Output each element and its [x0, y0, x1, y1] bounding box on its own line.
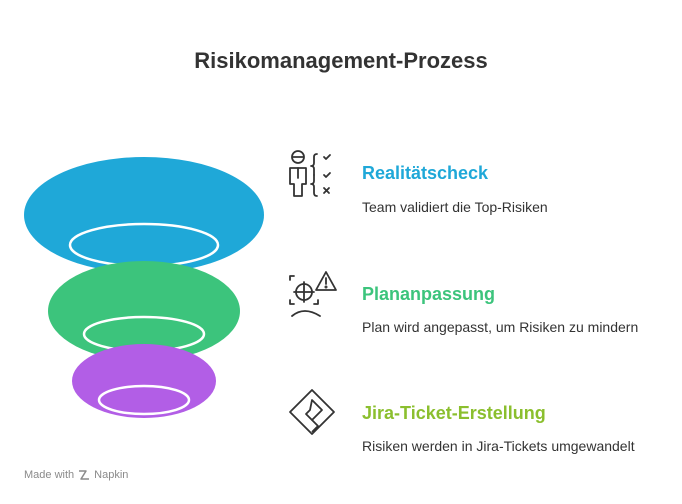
- funnel-level-2: [48, 261, 240, 361]
- diagram-title: Risikomanagement-Prozess: [194, 48, 488, 73]
- footer-brand: Napkin: [94, 469, 129, 481]
- napkin-logo-icon: [79, 470, 90, 480]
- footer-attribution[interactable]: Made with Napkin: [24, 469, 128, 481]
- step-1-description: Team validiert die Top-Risiken: [362, 199, 548, 215]
- step-2-description: Plan wird angepasst, um Risiken zu minde…: [362, 319, 639, 335]
- funnel-level-3: [72, 344, 216, 418]
- person-checklist-icon: [289, 150, 331, 197]
- step-3-description: Risiken werden in Jira-Tickets umgewande…: [362, 438, 635, 454]
- step-3-title: Jira-Ticket-Erstellung: [362, 403, 546, 423]
- step-1-title: Realitätscheck: [362, 163, 489, 183]
- step-2-title: Plananpassung: [362, 284, 496, 304]
- plan-warning-icon: [289, 271, 337, 317]
- funnel-level-3-ring: [97, 384, 191, 416]
- footer-made-with: Made with: [24, 469, 75, 481]
- jira-icon: [289, 389, 335, 435]
- funnel-level-1: [24, 157, 264, 273]
